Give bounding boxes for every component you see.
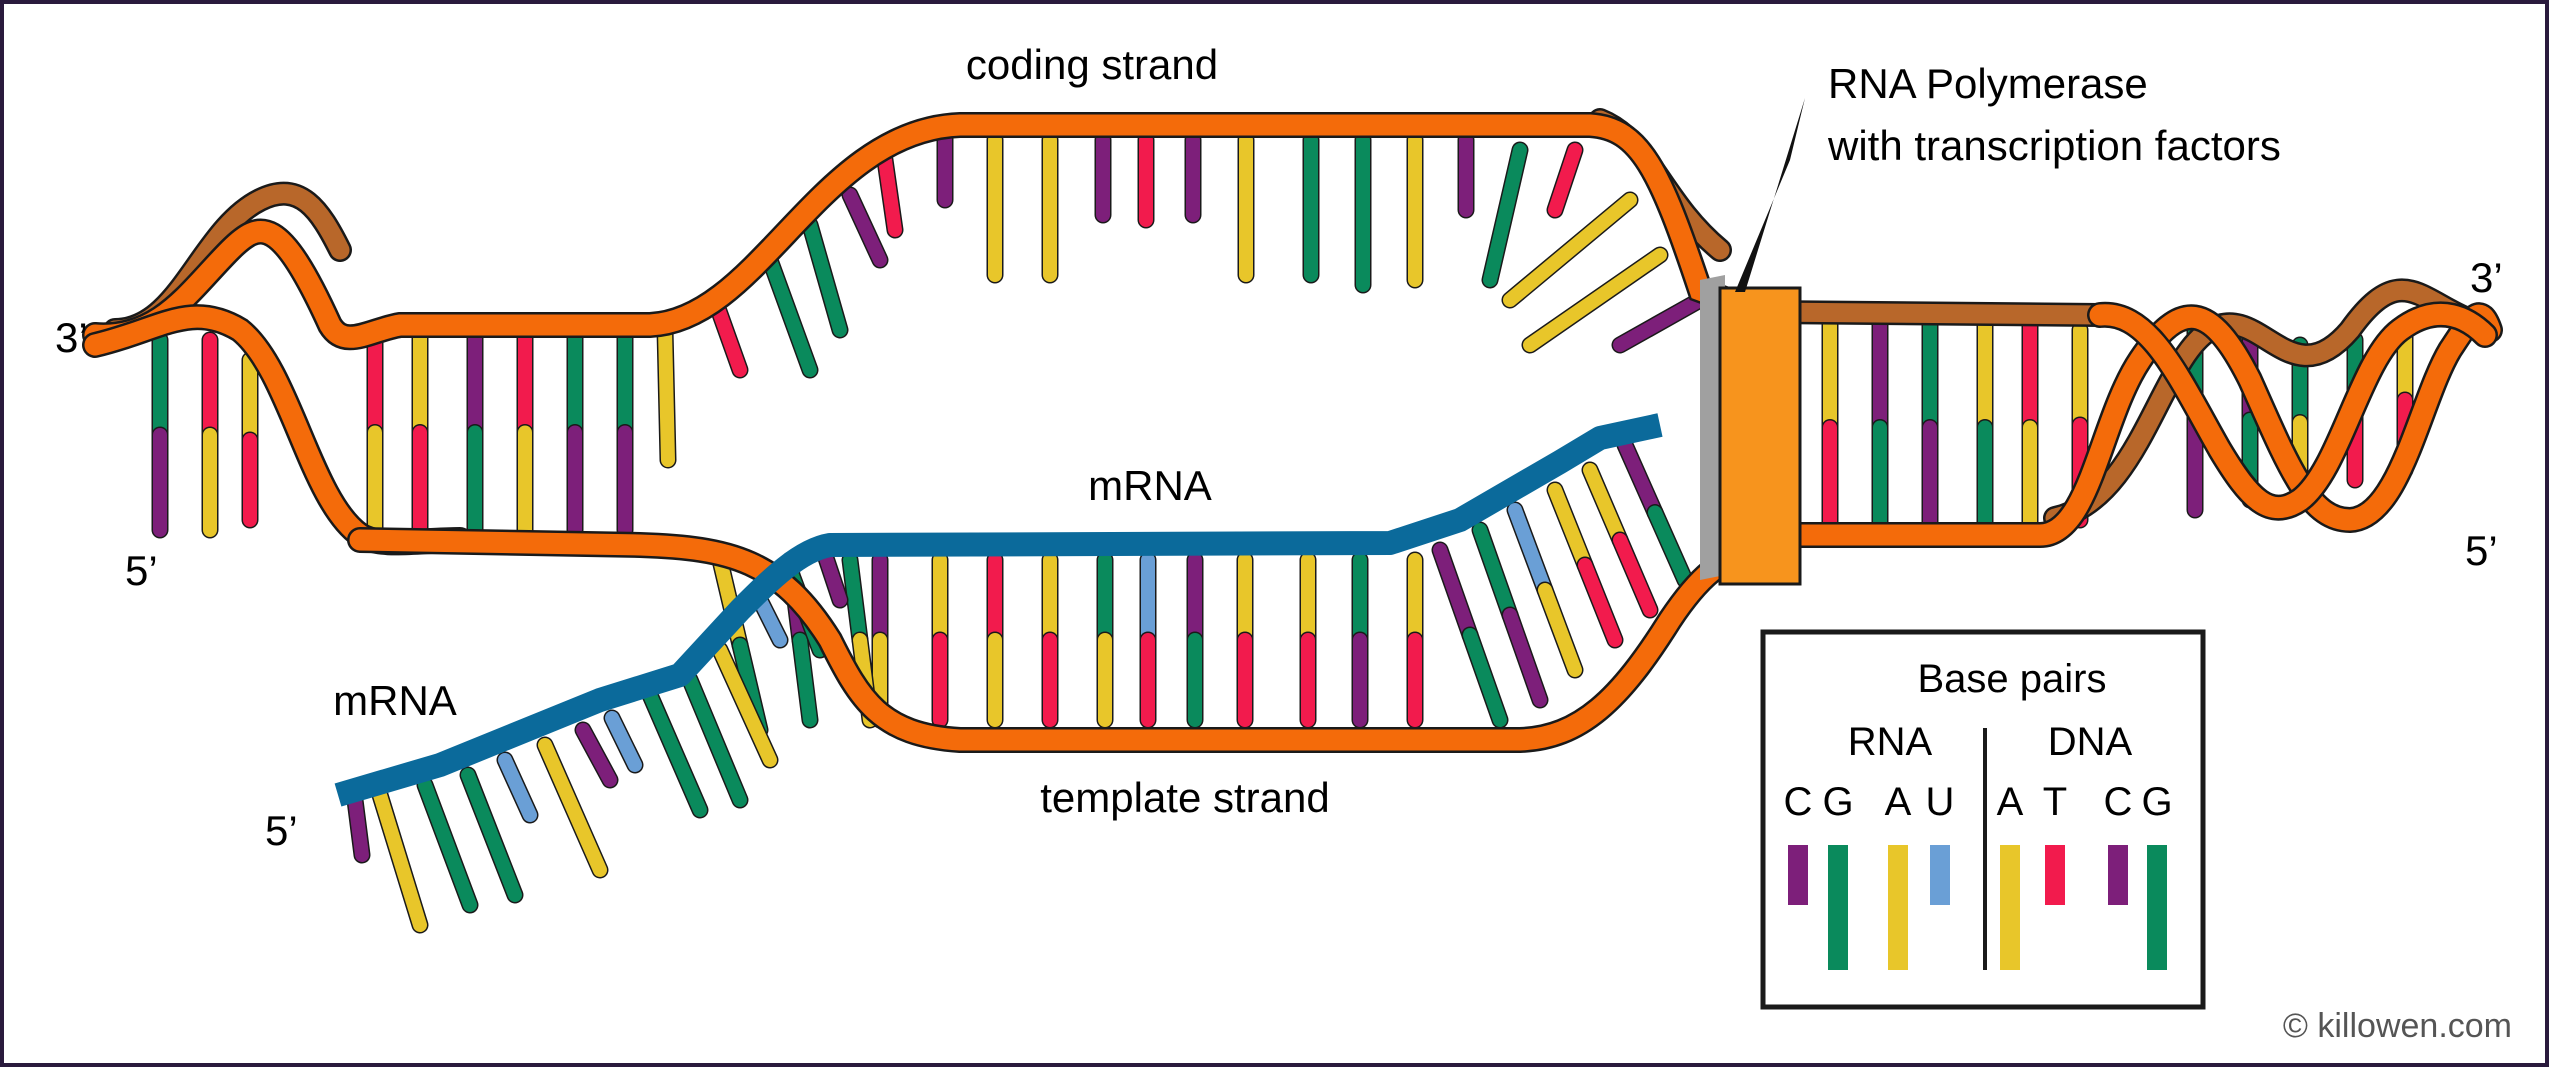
legend-swatch-u [1930,845,1950,905]
polymerase-label-line1: RNA Polymerase [1828,60,2148,107]
mrna-tail-base-1 [373,788,427,932]
legend-dna-letter-g: G [2141,780,2172,824]
legend-rna-letter-a: A [1885,780,1912,824]
right-helix-back-strand-fill [2045,280,2480,528]
right-helix-upper-strand [2089,303,2496,519]
legend-swatch-dna-a [2000,845,2020,970]
diag-template-base-4 [1613,533,1657,617]
mrna-tail-base-3 [461,768,522,902]
legend-dna-letter-t: T [2043,780,2067,824]
coding-base-2 [763,253,817,377]
legend-swatch-a [1888,845,1908,970]
mrna-tail-base-11 [753,593,787,647]
mrna-tail-base-6 [576,723,617,787]
legend-swatch-dna-g [2147,845,2167,970]
coding-base-5 [878,153,902,237]
legend-swatch-dna-c [2108,845,2128,905]
legend-dna-letter-c: C [2104,780,2133,824]
diag-template-base-3 [1578,558,1622,647]
mrna-left-label: mRNA [333,677,457,724]
legend: Base pairs RNA DNA C G A U A T C G [1760,629,2206,1010]
diag-mrna-base-3 [1548,483,1592,572]
mrna-tail-base-13 [818,548,847,607]
copyright-text: © killowen.com [2283,1007,2512,1045]
mrna-tail-base-10 [713,643,777,767]
coding-base-20 [1523,248,1667,352]
legend-title: Base pairs [1918,657,2107,701]
diag-mrna-base-4 [1583,463,1627,547]
coding-base-3 [803,218,847,337]
diag-mrna-base-2 [1508,503,1552,597]
coding-base-21 [1613,293,1707,352]
coding-base-0 [658,323,675,467]
legend-rna-letter-c: C [1784,780,1813,824]
diag-template-base-1 [1503,608,1547,707]
end-mrna-label: 5’ [265,807,298,854]
coding-base-19 [1503,193,1637,307]
polymerase-label-line2: with transcription factors [1827,122,2281,169]
end-top-left-label: 3’ [55,314,88,361]
left-template-base-1-b [793,633,817,727]
end-bottom-left-label: 5’ [125,547,158,594]
rna-polymerase [1700,98,1805,586]
left-template-base-2-a [843,553,867,647]
end-bottom-right-label: 5’ [2465,527,2498,574]
template-strand-label: template strand [1040,774,1330,821]
mrna-tail-base-5 [538,738,607,877]
dna-strands [82,112,2503,753]
mrna-tail-base-2 [418,778,477,912]
mrna-tail-base-4 [498,753,537,822]
diag-template-base-5 [1648,505,1692,587]
mrna-tail-base-9 [683,673,747,807]
mrna-tail-base-0 [348,793,369,862]
diag-template-base-0 [1463,628,1507,727]
legend-rna-letter-g: G [1822,780,1853,824]
legend-dna-header: DNA [2048,720,2133,764]
diagram-labels: coding strand template strand mRNA mRNA … [55,41,2503,854]
diag-mrna-base-0 [1433,543,1477,642]
legend-swatch-dna-t [2045,845,2065,905]
coding-strand-label: coding strand [966,41,1218,88]
end-top-right-label: 3’ [2470,254,2503,301]
coding-base-18 [1548,143,1582,217]
coding-base-4 [843,188,887,267]
diag-mrna-base-5 [1618,438,1662,520]
template-strand [349,529,1771,751]
coding-strand [84,114,1771,348]
mrna-tail-base-7 [605,711,642,772]
legend-swatches [1788,845,2167,970]
mrna-center-label: mRNA [1088,462,1212,509]
polymerase-body [1718,286,1802,586]
diag-mrna-base-1 [1473,523,1517,622]
right-duplex-top-strand-fill [1750,302,2110,325]
diag-template-base-2 [1538,583,1582,677]
legend-rna-header: RNA [1848,720,1933,764]
legend-rna-letter-u: U [1926,780,1955,824]
legend-dna-letter-a: A [1997,780,2024,824]
mrna-strand [334,413,1663,807]
legend-swatch-g [1828,845,1848,970]
right-helix-front-strand [1749,304,2501,546]
legend-swatch-c [1788,845,1808,905]
coding-base-17 [1483,143,1527,287]
mrna-tail-base-8 [643,688,707,817]
